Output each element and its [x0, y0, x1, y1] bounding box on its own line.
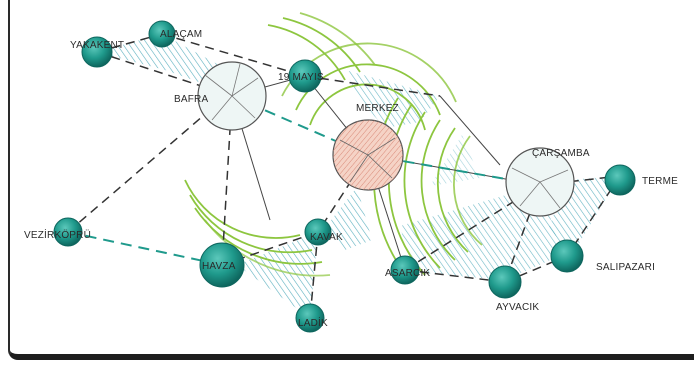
- label-salipazari: SALIPAZARI: [596, 262, 655, 273]
- node-havza: [199, 242, 245, 288]
- label-ayvacik: AYVACIK: [496, 302, 539, 313]
- label-kavak: KAVAK: [310, 232, 343, 243]
- hub-carsamba: [505, 147, 575, 217]
- node-kavak: [304, 218, 332, 246]
- label-asarcik: ASARCIK: [385, 268, 430, 279]
- node-vezirkopru: [53, 217, 83, 247]
- node-asarcik: [390, 255, 420, 285]
- label-ladik: LADİK: [298, 316, 328, 329]
- label-19mayis: 19 MAYIS: [278, 72, 324, 83]
- label-terme: TERME: [642, 176, 678, 187]
- hub-bafra: [197, 61, 267, 131]
- label-vezirkopru: VEZİRKÖPRÜ: [24, 228, 91, 241]
- node-19mayis: [288, 59, 322, 93]
- node-salipazari: [550, 239, 584, 273]
- label-carsamba: ÇARŞAMBA: [532, 148, 590, 159]
- town-nodes: [53, 20, 636, 333]
- node-ayvacik: [488, 265, 522, 299]
- label-merkez: MERKEZ: [356, 103, 399, 114]
- node-terme: [604, 164, 636, 196]
- town-labels: YAKAKENT ALAÇAM 19 MAYIS BAFRA MERKEZ ÇA…: [24, 29, 678, 329]
- node-ladik: [295, 303, 325, 333]
- hub-merkez: [332, 119, 404, 191]
- frame-border: [8, 0, 694, 360]
- influence-rings: [184, 12, 483, 281]
- node-yakakent: [81, 36, 113, 68]
- label-havza: HAVZA: [202, 261, 236, 272]
- label-alacam: ALAÇAM: [160, 29, 202, 40]
- node-alacam: [148, 20, 176, 48]
- label-bafra: BAFRA: [174, 94, 208, 105]
- label-yakakent: YAKAKENT: [70, 40, 124, 51]
